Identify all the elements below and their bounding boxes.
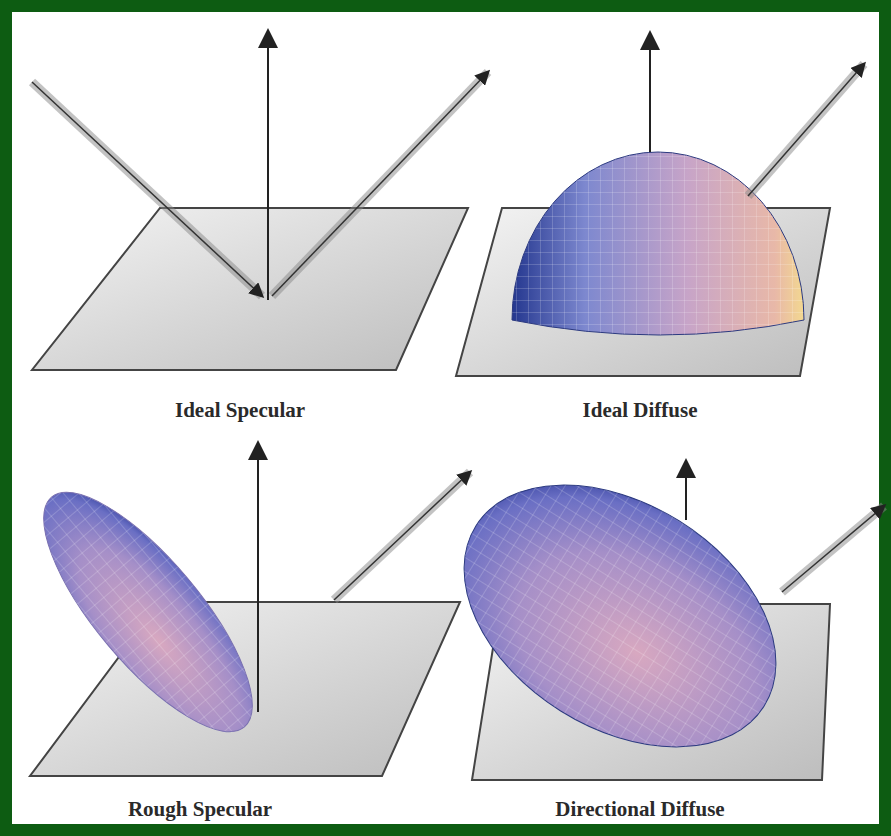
ideal-diffuse-figure xyxy=(456,34,864,376)
caption-label: Directional Diffuse xyxy=(552,797,727,822)
caption-label: Rough Specular xyxy=(125,797,275,822)
rough-specular-figure xyxy=(12,444,470,776)
directional-diffuse-figure xyxy=(416,431,884,801)
ideal-specular-figure xyxy=(32,32,488,370)
caption-label: Ideal Specular xyxy=(172,398,308,423)
caption-label: Ideal Diffuse xyxy=(580,398,701,423)
